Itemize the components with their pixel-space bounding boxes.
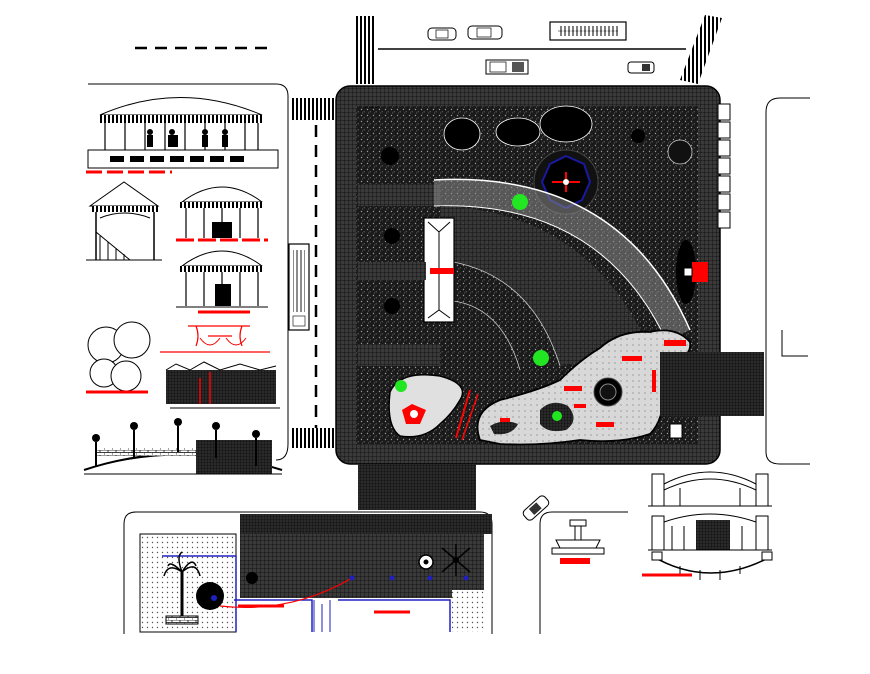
tree-icon [512,194,528,210]
fountain-icon [551,519,605,555]
path-strip [358,184,440,206]
gate-elevation-top [648,471,772,507]
crosswalk-left-top [290,98,336,120]
gazebo-icon [86,181,162,261]
pond-island [476,329,692,446]
tree-icon [552,411,562,421]
main-park-block [335,85,721,465]
crosswalk-top-right [680,15,722,84]
car-icon [467,25,503,40]
gate-elevation-middle [648,513,772,551]
truck-icon [485,59,529,75]
bottom-plaza-plan [123,511,493,634]
pavilion-building [412,217,455,323]
tree-icon [395,380,407,392]
fountain-detail [539,511,628,634]
gazebo-icon [176,186,268,242]
lamp-post-icon [212,422,220,458]
lamp-post-icon [174,418,182,452]
picnic-table-icon [160,325,270,353]
lamp-post-icon [92,434,100,466]
crosswalk-left-bottom [290,428,336,448]
crosswalk-top-left [354,16,376,84]
lawn-bed-top [358,105,698,176]
tree-icon [384,298,400,314]
palm-tree-icon [163,551,201,625]
car-icon [522,495,550,521]
planter-circle [196,582,224,610]
gate-plan [651,551,773,580]
bridge-elevation [83,418,283,475]
tree-icon [384,228,400,244]
tree-icon [533,350,549,366]
bus-icon [288,243,310,331]
kiosk [669,423,683,439]
left-road [288,98,336,448]
seating-area-right [676,240,708,304]
bandstand-elevation [86,97,279,174]
lamp-post-icon [130,422,138,458]
tree-icon [86,321,151,394]
curved-plaza [433,178,691,371]
path-strip [358,344,440,366]
lower-garden [388,374,479,441]
lamp-post-icon [252,430,260,466]
crossing-paving-bottom [358,464,476,510]
crossing-paving-right [660,352,764,416]
gazebo-icon [176,250,268,314]
details-panel [83,83,289,475]
palm-tree-icon [441,544,471,576]
right-block [660,97,810,465]
bus-icon [549,21,627,41]
hedge-section [165,361,280,409]
car-icon [427,27,457,41]
top-road [135,15,722,84]
car-icon [627,61,655,74]
parking-bays-right [717,103,731,229]
gate-elevations [642,471,773,580]
